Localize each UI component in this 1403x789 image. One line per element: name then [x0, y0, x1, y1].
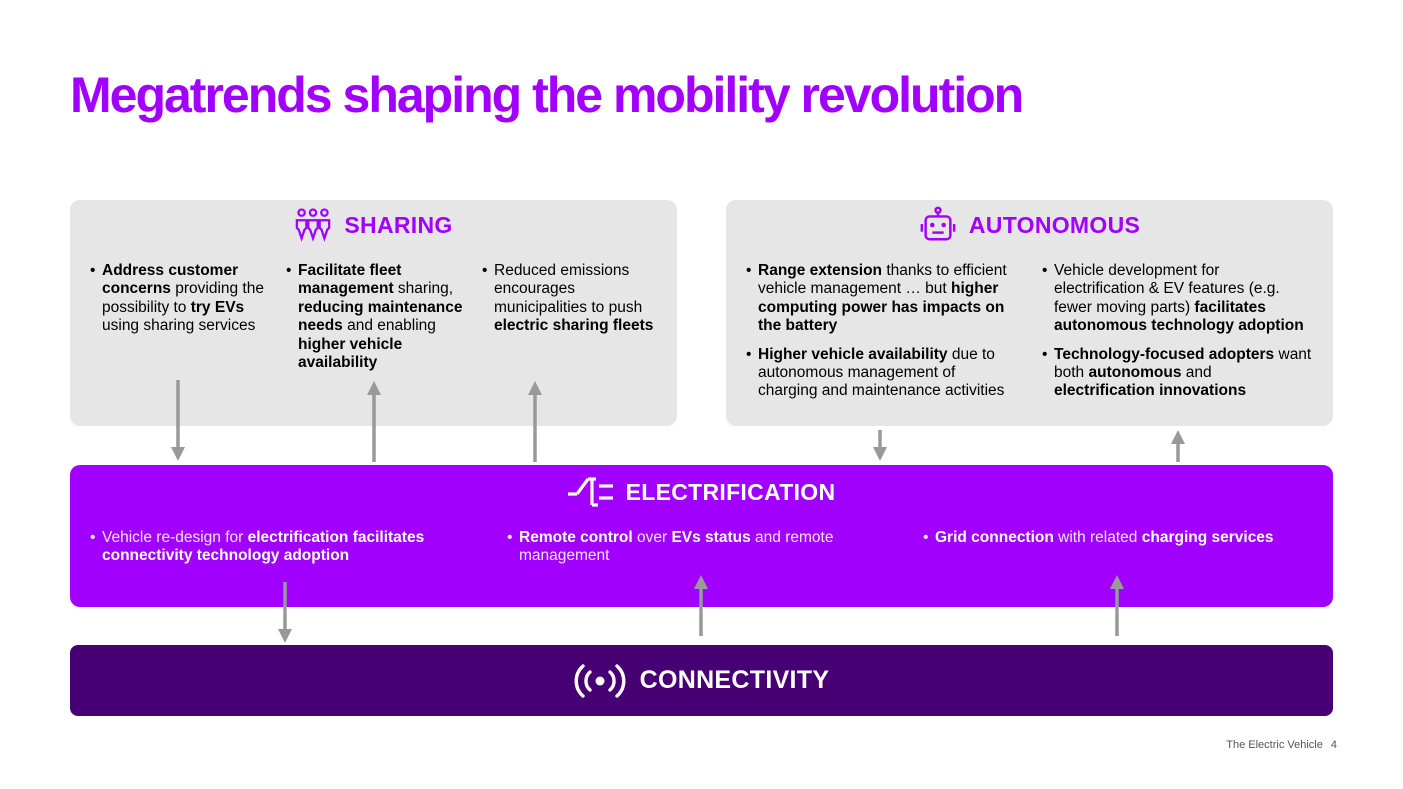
bullet-bold-run: Range extension — [758, 262, 883, 279]
connectivity-heading: CONNECTIVITY — [639, 666, 830, 694]
bullet-bold-run: EVs status — [671, 529, 751, 546]
autonomous-bullet-1: Range extension thanks to efficient vehi… — [746, 262, 1016, 336]
bullet-bold-run: electric sharing fleets — [494, 317, 654, 335]
autonomous-heading: AUTONOMOUS — [968, 211, 1141, 238]
robot-icon — [920, 206, 956, 241]
electrification-bullet-3: Grid connection with related charging se… — [923, 529, 1308, 548]
electrification-panel: ELECTRIFICATION Vehicle re-design for el… — [70, 465, 1333, 607]
bullet-bold-run: higher vehicle availability — [298, 335, 403, 372]
bullet-bold-run: higher computing power has impacts on th… — [758, 280, 1005, 335]
bullet-bold-run: Address customer concerns — [102, 262, 239, 298]
electrification-heading: ELECTRIFICATION — [625, 478, 836, 505]
sharing-heading: SHARING — [344, 211, 453, 238]
bullet-bold-run: charging services — [1141, 529, 1274, 546]
bullet-bold-run: try EVs — [190, 298, 245, 316]
bullet-text-run: providing the possibility to — [102, 280, 264, 316]
bullet-bold-run: reducing maintenance needs — [298, 298, 463, 335]
footer-doc-title: The Electric Vehicle — [1226, 739, 1323, 751]
bullet-text-run: using sharing services — [102, 317, 256, 335]
autonomous-right-bullets: Vehicle development for electrification … — [1042, 262, 1312, 401]
bullet-bold-run: autonomous — [1088, 364, 1182, 382]
bullet-bold-run: Facilitate fleet management — [298, 262, 402, 298]
bullet-text-run: sharing, — [393, 280, 454, 298]
bullet-text-run: Reduced emissions encourages municipalit… — [494, 262, 643, 316]
electrification-bullet-1: Vehicle re-design for electrification fa… — [90, 529, 490, 566]
autonomous-left-bullets: Range extension thanks to efficient vehi… — [746, 262, 1016, 401]
bullet-bold-run: Grid connection — [935, 529, 1054, 546]
autonomous-header: AUTONOMOUS — [726, 206, 1333, 244]
bullet-bold-run: electrification innovations — [1054, 382, 1247, 400]
footer: The Electric Vehicle 4 — [1226, 739, 1337, 751]
bullet-bold-run: Higher vehicle availability — [758, 345, 948, 363]
bullet-text-run: and — [1181, 364, 1212, 382]
bullet-bold-run: electrification facilitates connectivity… — [102, 529, 425, 565]
bullet-text-run: want both — [1054, 345, 1312, 382]
autonomous-panel: AUTONOMOUS Range extension thanks to eff… — [726, 200, 1333, 426]
bullet-bold-run: Remote control — [519, 529, 633, 546]
sharing-bullet-3: Reduced emissions encourages municipalit… — [482, 262, 657, 336]
sharing-bullet-2: Facilitate fleet management sharing, red… — [286, 262, 466, 372]
electrification-header: ELECTRIFICATION — [70, 473, 1333, 511]
bullet-text-run: and enabling — [342, 317, 436, 335]
sharing-header: SHARING — [70, 206, 677, 244]
plug-icon — [567, 477, 613, 507]
connectivity-panel: CONNECTIVITY — [70, 645, 1333, 716]
bullet-text-run: Vehicle re-design for — [102, 529, 248, 546]
bullet-text-run: with related — [1053, 529, 1142, 546]
autonomous-bullet-4: Technology-focused adopters want both au… — [1042, 346, 1312, 401]
bullet-text-run: and remote management — [519, 529, 834, 565]
page-title: Megatrends shaping the mobility revoluti… — [70, 67, 1024, 123]
autonomous-bullet-2: Higher vehicle availability due to auton… — [746, 346, 1016, 401]
page-number: 4 — [1330, 739, 1337, 751]
people-group-icon — [296, 208, 331, 242]
bullet-text-run: due to autonomous management of charging… — [758, 345, 1005, 400]
bullet-bold-run: Technology-focused adopters — [1054, 345, 1275, 363]
sharing-bullet-1: Address customer concerns providing the … — [90, 262, 265, 336]
electrification-bullet-2: Remote control over EVs status and remot… — [507, 529, 892, 566]
bullet-bold-run: facilitates autonomous technology adopti… — [1054, 298, 1304, 335]
signal-broadcast-icon — [574, 663, 626, 698]
bullet-text-run: over — [632, 529, 672, 546]
bullet-text-run: Vehicle development for electrification … — [1054, 262, 1280, 316]
autonomous-bullet-3: Vehicle development for electrification … — [1042, 262, 1312, 336]
bullet-text-run: thanks to efficient vehicle management …… — [758, 262, 1007, 298]
sharing-panel: SHARING Address customer concerns provid… — [70, 200, 677, 426]
